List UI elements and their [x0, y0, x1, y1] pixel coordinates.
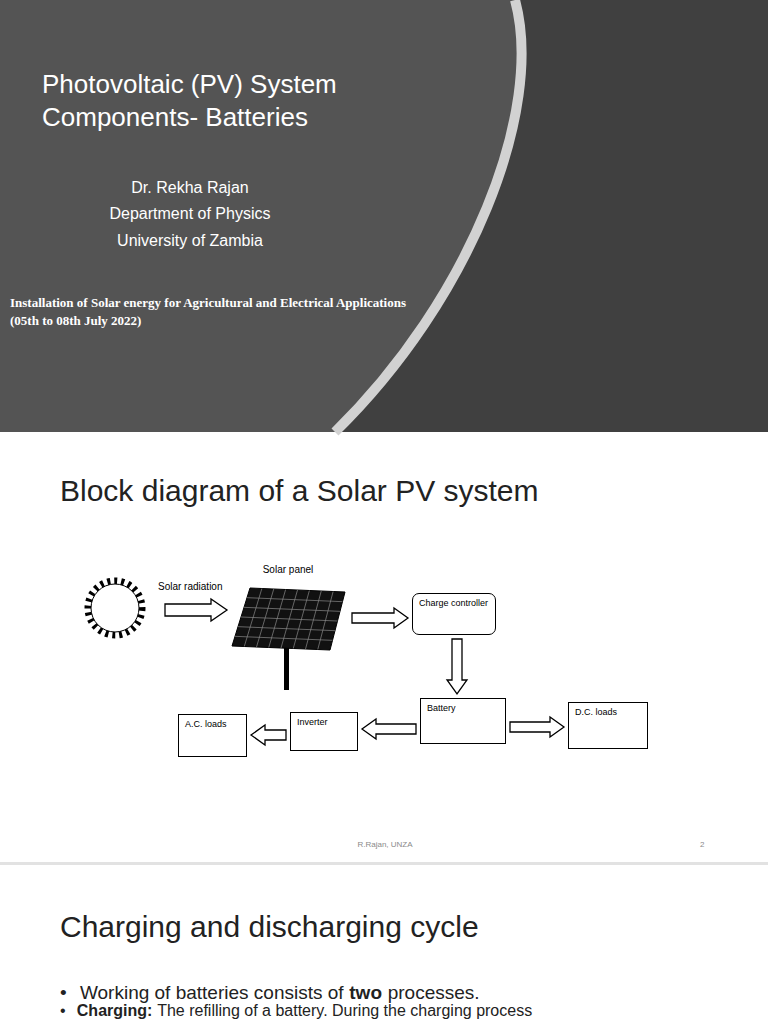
process-box: D.C. loads: [568, 702, 648, 749]
bullet-row: • Working of batteries consists oftwoproc…: [60, 982, 480, 1004]
block-arrow: [510, 717, 564, 737]
process-box: Charge controller: [412, 593, 496, 635]
sun-rays: [88, 581, 142, 635]
node-label: Battery: [427, 703, 499, 714]
bullet-text: Working of batteries consists of: [80, 982, 344, 1003]
deck-title: Photovoltaic (PV) System Components- Bat…: [42, 68, 422, 133]
author-name: Dr. Rekha Rajan: [90, 178, 290, 198]
title-slide-background: [0, 0, 768, 432]
solar-panel-illustration: [228, 562, 348, 690]
node-label: Inverter: [297, 717, 351, 728]
block-arrow: [362, 719, 416, 739]
footer-credit: R.Rajan, UNZA: [330, 840, 440, 850]
panel-grid: [235, 589, 343, 650]
university-name: University of Zambia: [90, 231, 290, 251]
panel-surface: [232, 588, 345, 650]
bullet-text: The refilling of a battery. During the c…: [157, 1002, 532, 1019]
bullet-mark: •: [60, 982, 67, 1003]
panel-pole: [284, 646, 289, 690]
title-slide-dark-panel: [335, 0, 768, 432]
block-arrow: [447, 639, 467, 694]
block-arrow: [352, 608, 408, 628]
block-arrow: [251, 725, 286, 745]
node-label: A.C. loads: [185, 719, 240, 730]
process-box: Inverter: [290, 712, 358, 751]
workshop-date: (05th to 08th July 2022): [10, 313, 141, 329]
workshop-title: Installation of Solar energy for Agricul…: [10, 295, 406, 311]
sun-symbol: [91, 584, 139, 632]
title-slide-arc: [335, 0, 522, 432]
bullet-emphasis: two: [349, 982, 382, 1003]
department-name: Department of Physics: [90, 204, 290, 224]
node-label: Solar panel: [228, 564, 348, 576]
node-label: D.C. loads: [575, 707, 641, 718]
bullet-mark: •: [60, 1002, 66, 1019]
slide-heading: Block diagram of a Solar PV system: [60, 474, 539, 508]
slide-divider: [0, 862, 768, 865]
bullet-term: Charging:: [77, 1002, 153, 1019]
slide-heading: Charging and discharging cycle: [60, 908, 479, 946]
bullet-text: processes.: [388, 982, 480, 1003]
node-label: Charge controller: [419, 598, 489, 609]
process-box: A.C. loads: [178, 714, 247, 757]
bullet-row: • Charging:The refilling of a battery. Du…: [60, 1002, 532, 1020]
solar-panel: Solar panel: [228, 562, 348, 690]
radiation-arrow: [165, 599, 227, 621]
slide-number: 2: [700, 840, 704, 850]
process-box: Battery: [420, 698, 506, 744]
radiation-label: Solar radiation: [158, 581, 222, 594]
